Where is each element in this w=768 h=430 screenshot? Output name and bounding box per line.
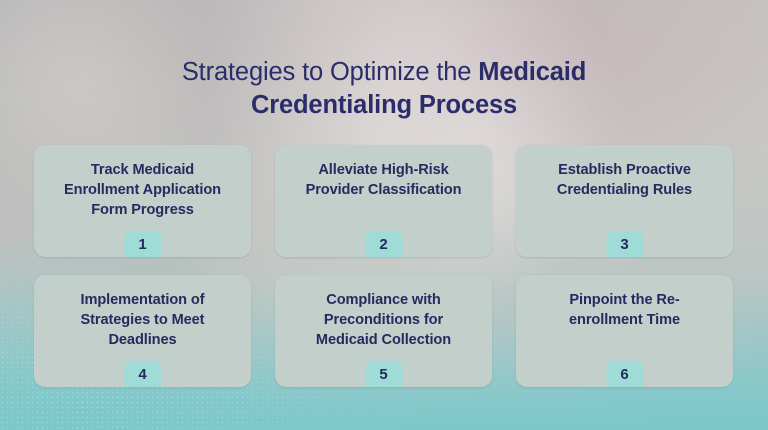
strategy-card-label: Track Medicaid Enrollment Application Fo… — [64, 162, 221, 218]
strategy-card-1[interactable]: Track Medicaid Enrollment Application Fo… — [34, 145, 251, 257]
strategy-card-number-badge: 4 — [124, 361, 161, 387]
strategy-card-number-badge: 6 — [606, 361, 643, 387]
strategy-card-2[interactable]: Alleviate High-Risk Provider Classificat… — [275, 145, 492, 257]
page-title-lead: Strategies to Optimize the — [181, 58, 479, 87]
strategy-card-number-badge: 1 — [124, 231, 161, 257]
strategy-card-label: Implementation of Strategies to Meet Dea… — [80, 292, 205, 348]
strategy-card-number-badge: 3 — [606, 231, 643, 257]
strategy-card-grid: Track Medicaid Enrollment Application Fo… — [34, 145, 734, 387]
strategy-card-number-badge: 2 — [365, 231, 402, 257]
strategy-card-3[interactable]: Establish Proactive Credentialing Rules … — [516, 145, 733, 257]
page-title-emphasis-medicaid: Medicaid — [478, 58, 587, 87]
strategy-card-4[interactable]: Implementation of Strategies to Meet Dea… — [34, 275, 251, 387]
strategy-card-number-badge: 5 — [365, 361, 402, 387]
strategy-card-label: Establish Proactive Credentialing Rules — [556, 162, 693, 198]
strategy-card-label: Alleviate High-Risk Provider Classificat… — [305, 162, 462, 198]
strategy-card-5[interactable]: Compliance with Preconditions for Medica… — [275, 275, 492, 387]
page-title-emphasis-credentialing-process: Credentialing Process — [250, 91, 518, 120]
strategy-card-label: Compliance with Preconditions for Medica… — [315, 292, 452, 348]
strategy-card-label: Pinpoint the Re- enrollment Time — [569, 292, 680, 328]
strategy-card-6[interactable]: Pinpoint the Re- enrollment Time 6 — [516, 275, 733, 387]
